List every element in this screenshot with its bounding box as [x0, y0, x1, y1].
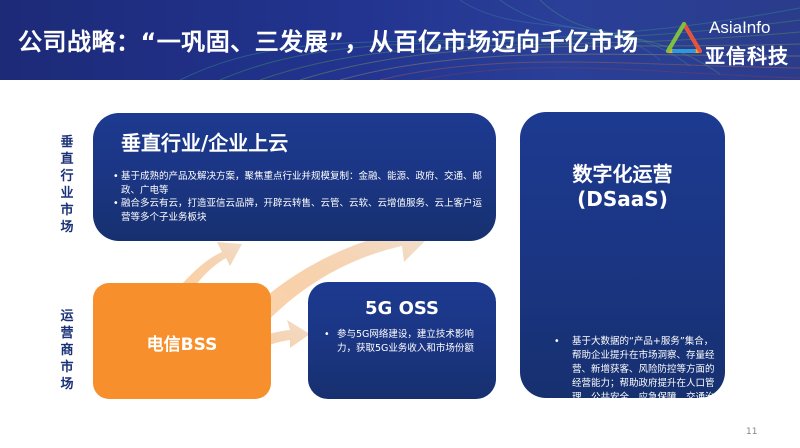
5g-oss-title: 5G OSS: [365, 298, 439, 319]
dsaas-title: 数字化运营 (DSaaS): [520, 162, 725, 212]
telecom-bss-box: 电信BSS: [93, 283, 271, 399]
asiainfo-triangle-logo-icon: [666, 22, 702, 53]
dsaas-title-line1: 数字化运营: [572, 162, 673, 186]
bullet-item: 基于成熟的产品及解决方案，聚焦重点行业并规模复制：金融、能源、政府、交通、邮政、…: [113, 170, 483, 197]
page-number: 11: [746, 427, 758, 437]
dsaas-box: 数字化运营 (DSaaS) 基于大数据的“产品+服务”集合，帮助企业提升在市场洞…: [520, 112, 725, 417]
side-label-vertical-market: 垂直行业市场: [60, 135, 74, 235]
telecom-bss-label: 电信BSS: [146, 335, 218, 355]
dsaas-title-line2: (DSaaS): [577, 187, 668, 211]
bullet-item: 融合多云有云，打造亚信云品牌，开辟云转售、云管、云软、云增值服务、云上客户运营等…: [113, 197, 483, 224]
side-label-operator-market: 运营商市场: [60, 309, 74, 392]
dsaas-bullets: 基于大数据的“产品+服务”集合，帮助企业提升在市场洞察、存量经营、新增获客、风险…: [550, 335, 718, 419]
page-title: 公司战略：“一巩固、三发展”，从百亿市场迈向千亿市场: [18, 28, 639, 56]
logo-text-cn: 亚信科技: [705, 44, 789, 68]
decorative-waves: [179, 0, 800, 80]
bullet-item: 基于大数据的“产品+服务”集合，帮助企业提升在市场洞察、存量经营、新增获客、风险…: [550, 335, 718, 419]
vertical-industry-box: 垂直行业/企业上云 基于成熟的产品及解决方案，聚焦重点行业并规模复制：金融、能源…: [93, 113, 496, 241]
header-banner: 公司战略：“一巩固、三发展”，从百亿市场迈向千亿市场 AsiaInfo 亚信科技: [0, 0, 800, 80]
5g-oss-box: 5G OSS 参与5G网络建设，建立技术影响力，获取5G业务收入和市场份额: [308, 282, 496, 399]
5g-oss-bullets: 参与5G网络建设，建立技术影响力，获取5G业务收入和市场份额: [324, 328, 488, 355]
vertical-industry-bullets: 基于成熟的产品及解决方案，聚焦重点行业并规模复制：金融、能源、政府、交通、邮政、…: [113, 170, 483, 224]
bullet-item: 参与5G网络建设，建立技术影响力，获取5G业务收入和市场份额: [324, 328, 488, 355]
vertical-industry-title: 垂直行业/企业上云: [121, 131, 289, 155]
logo-text-en: AsiaInfo: [709, 18, 771, 37]
